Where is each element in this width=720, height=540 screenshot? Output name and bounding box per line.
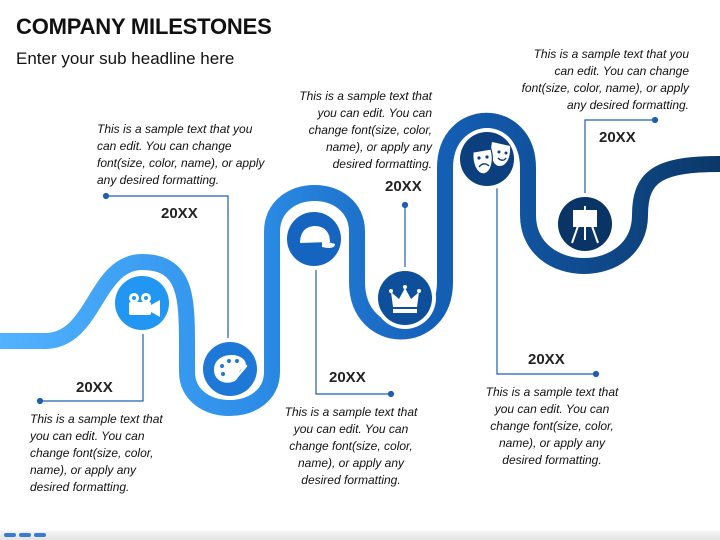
page-subtitle: Enter your sub headline here — [16, 49, 235, 68]
connector-1 — [40, 330, 144, 402]
connector-5 — [496, 168, 596, 375]
footer-logo — [4, 533, 64, 537]
milestone-text-2: This is a sample text that you can edit.… — [97, 122, 265, 187]
milestone-text-4: This is a sample text that you can edit.… — [299, 89, 432, 171]
easel-icon — [571, 206, 599, 244]
milestone-year-1: 20XX — [76, 379, 113, 396]
milestone-year-5: 20XX — [528, 351, 565, 368]
theater-masks-icon — [472, 142, 511, 175]
cap-icon — [300, 226, 335, 248]
connector-2 — [106, 195, 229, 338]
milestone-node-3 — [283, 208, 345, 270]
connector-dot-1 — [36, 397, 44, 405]
milestone-node-5 — [456, 128, 518, 190]
video-camera-icon — [129, 293, 160, 317]
milestone-year-6: 20XX — [599, 129, 636, 146]
connector-dot-2 — [102, 192, 110, 200]
footer-bar — [0, 531, 720, 540]
connector-dot-4 — [401, 201, 409, 209]
milestone-text-5: This is a sample text that you can edit.… — [485, 385, 619, 467]
connector-dot-3 — [387, 390, 395, 398]
milestone-year-2: 20XX — [161, 205, 198, 222]
paint-palette-icon — [214, 355, 248, 383]
crown-icon — [389, 285, 421, 313]
connector-dot-6 — [651, 116, 659, 124]
milestone-year-3: 20XX — [329, 369, 366, 386]
milestone-node-4 — [374, 267, 436, 329]
milestone-text-1: This is a sample text that you can edit.… — [30, 412, 163, 494]
milestone-node-2 — [199, 338, 261, 400]
connector-6 — [584, 119, 655, 198]
milestone-node-6 — [554, 193, 616, 255]
page-title: COMPANY MILESTONES — [16, 14, 272, 39]
milestone-text-3: This is a sample text that you can edit.… — [284, 405, 418, 487]
milestone-text-6: This is a sample text that you can edit.… — [521, 47, 689, 112]
road-path — [0, 112, 720, 416]
connector-3 — [315, 262, 391, 395]
milestone-year-4: 20XX — [385, 178, 422, 195]
milestone-node-1 — [111, 272, 173, 334]
connector-dot-5 — [592, 370, 600, 378]
